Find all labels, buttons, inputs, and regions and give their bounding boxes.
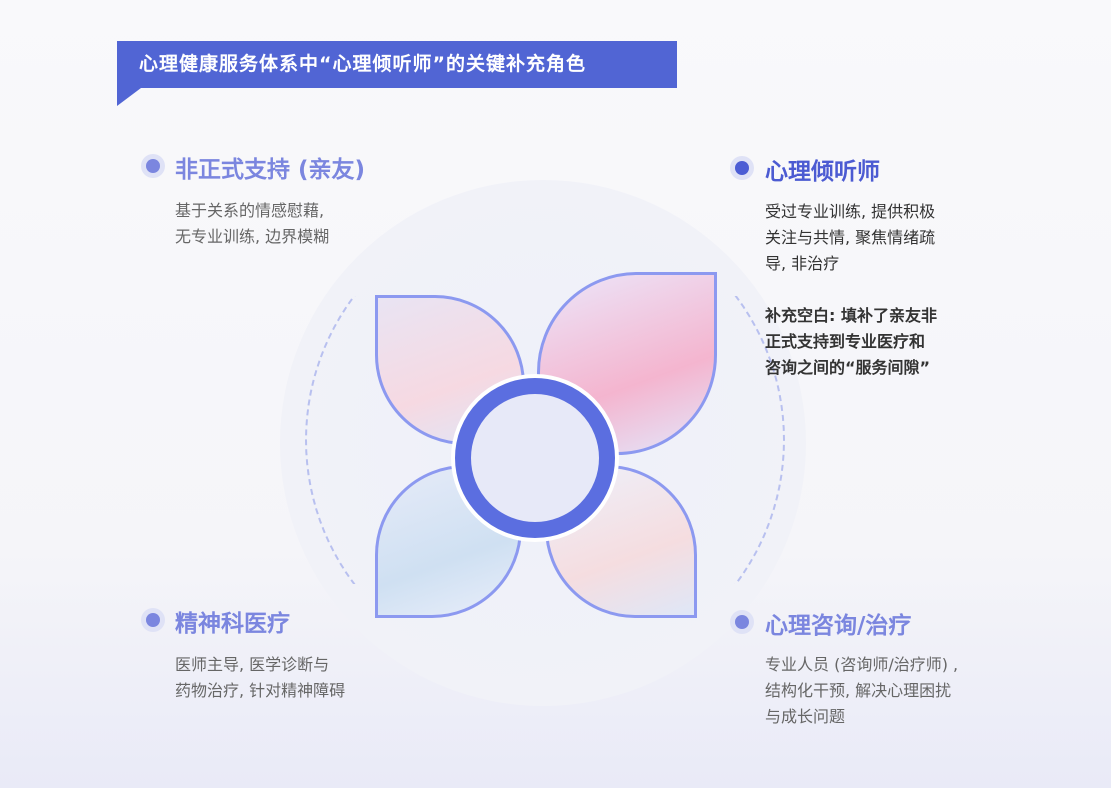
dashed-orbit [305,296,785,584]
item-note: 补充空白: 填补了亲友非正式支持到专业医疗和咨询之间的“服务间隙” [765,306,937,377]
bullet-icon [141,154,165,178]
item-title: 非正式支持 (亲友) [175,157,366,183]
item-desc: 受过专业训练, 提供积极关注与共情, 聚焦情绪疏导, 非治疗 补充空白: 填补了… [765,199,937,381]
item-desc: 专业人员 (咨询师/治疗师) ,结构化干预, 解决心理困扰与成长问题 [765,655,959,726]
center-ring [455,378,615,538]
item-desc: 基于关系的情感慰藉,无专业训练, 边界模糊 [175,201,330,246]
page-title: 心理健康服务体系中“心理倾听师”的关键补充角色 [117,41,677,88]
bullet-icon [730,156,754,180]
bullet-icon [730,610,754,634]
item-title: 心理倾听师 [765,159,880,185]
item-title: 心理咨询/治疗 [765,613,912,639]
banner-tail [117,88,141,106]
item-desc: 医师主导, 医学诊断与药物治疗, 针对精神障碍 [175,655,346,700]
bullet-icon [141,608,165,632]
item-title: 精神科医疗 [175,611,290,637]
